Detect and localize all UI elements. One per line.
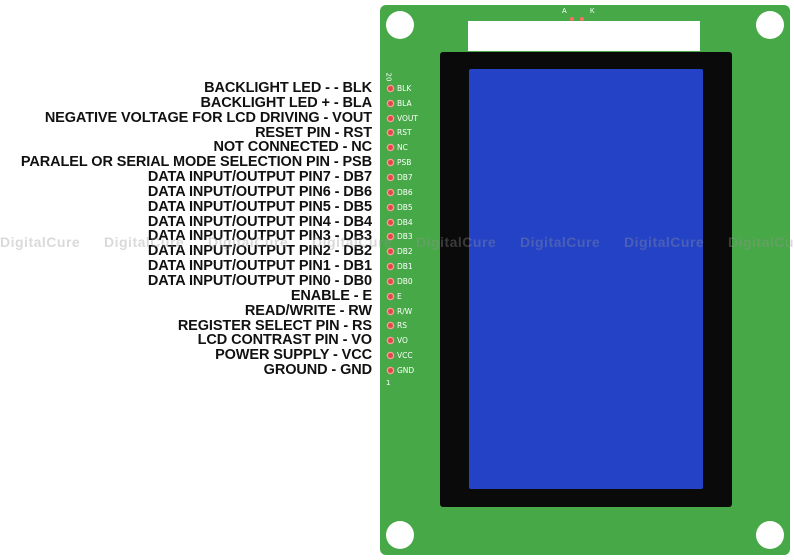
pin-label: BLA [397, 98, 412, 108]
pin-row: RS [388, 319, 418, 334]
anode-label: A [562, 8, 567, 15]
pin-pad [388, 293, 393, 299]
pin-description: GROUND - GND [263, 362, 372, 379]
pin-description: DATA INPUT/OUTPUT PIN5 - DB5 [147, 198, 372, 215]
pin-pad [388, 204, 393, 210]
pin-label: BLK [397, 83, 412, 93]
pin-pad [388, 338, 393, 344]
pin-description: REGISTER SELECT PIN - RS [177, 317, 372, 334]
pin-row: GND [388, 363, 418, 378]
pin-description: RESET PIN - RST [255, 124, 372, 141]
pin-number-bottom: 1 [386, 379, 391, 387]
pin-label: R/W [397, 306, 413, 316]
mounting-hole [756, 521, 784, 549]
pin-row: VO [388, 333, 418, 348]
pin-label: DB0 [397, 276, 413, 286]
top-white-strip [468, 21, 700, 51]
pin-pad [388, 100, 393, 106]
cathode-pad [580, 17, 584, 21]
pin-label: DB7 [397, 172, 413, 182]
anode-pad [570, 17, 574, 21]
pin-row: DB6 [388, 185, 418, 200]
pin-label: DB1 [397, 262, 413, 272]
cathode-label: K [590, 8, 595, 15]
mounting-hole [386, 521, 414, 549]
pin-label: DB4 [397, 217, 413, 227]
pin-description: LCD CONTRAST PIN - VO [197, 332, 372, 349]
pin-row: R/W [388, 304, 418, 319]
pin-description: DATA INPUT/OUTPUT PIN4 - DB4 [147, 213, 372, 230]
pin-description: DATA INPUT/OUTPUT PIN3 - DB3 [147, 228, 372, 245]
pin-row: DB7 [388, 170, 418, 185]
pin-label: DB2 [397, 247, 413, 257]
pin-label: DB5 [397, 202, 413, 212]
pin-label: NC [397, 143, 408, 153]
pin-row: DB2 [388, 244, 418, 259]
mounting-hole [756, 11, 784, 39]
pin-label: E [397, 291, 402, 301]
pin-label: VO [397, 336, 408, 346]
pin-label: VCC [397, 351, 413, 361]
pin-pad [388, 219, 393, 225]
pin-description: DATA INPUT/OUTPUT PIN0 - DB0 [147, 272, 372, 289]
pin-row: DB4 [388, 215, 418, 230]
pin-label: DB6 [397, 187, 413, 197]
pin-row: RST [388, 126, 418, 141]
pin-description: NEGATIVE VOLTAGE FOR LCD DRIVING - VOUT [44, 109, 372, 126]
pin-pad [388, 353, 393, 359]
pin-description: DATA INPUT/OUTPUT PIN6 - DB6 [147, 183, 372, 200]
pin-row: NC [388, 140, 418, 155]
pin-pad [388, 323, 393, 329]
pin-description: DATA INPUT/OUTPUT PIN2 - DB2 [147, 243, 372, 260]
pin-label: RST [397, 128, 412, 138]
pin-row: VOUT [388, 111, 418, 126]
pin-pad [388, 115, 393, 121]
pin-pad [388, 130, 393, 136]
pin-label: RS [397, 321, 407, 331]
pin-label: GND [397, 365, 415, 375]
pin-row: VCC [388, 348, 418, 363]
pin-pad [388, 145, 393, 151]
pin-pad [388, 264, 393, 270]
pin-row: DB3 [388, 229, 418, 244]
pin-row: DB0 [388, 274, 418, 289]
pin-row: E [388, 289, 418, 304]
pin-pad [388, 367, 393, 373]
pin-pad [388, 160, 393, 166]
pin-description: ENABLE - E [290, 287, 372, 304]
pin-label: VOUT [397, 113, 418, 123]
pin-description: BACKLIGHT LED - - BLK [204, 80, 372, 96]
pin-description: BACKLIGHT LED + - BLA [200, 94, 373, 111]
pin-row: BLA [388, 96, 418, 111]
pin-pad [388, 85, 393, 91]
pin-description: POWER SUPPLY - VCC [215, 347, 372, 364]
pin-description: DATA INPUT/OUTPUT PIN1 - DB1 [147, 258, 372, 275]
pin-row: DB5 [388, 200, 418, 215]
pin-pad [388, 278, 393, 284]
pin-pad [388, 308, 393, 314]
pin-description: NOT CONNECTED - NC [213, 139, 372, 156]
lcd-screen [469, 69, 703, 489]
pin-description: PARALEL OR SERIAL MODE SELECTION PIN - P… [20, 154, 372, 171]
pin-pad [388, 189, 393, 195]
mounting-hole [386, 11, 414, 39]
pin-description: DATA INPUT/OUTPUT PIN7 - DB7 [147, 169, 372, 186]
pin-label: PSB [397, 158, 412, 168]
pin-description: READ/WRITE - RW [244, 302, 372, 319]
pin-label: DB3 [397, 232, 413, 242]
pin-pad [388, 249, 393, 255]
pin-row: PSB [388, 155, 418, 170]
pin-pad [388, 174, 393, 180]
pin-row: DB1 [388, 259, 418, 274]
pin-pad [388, 234, 393, 240]
pin-row: BLK [388, 81, 418, 96]
